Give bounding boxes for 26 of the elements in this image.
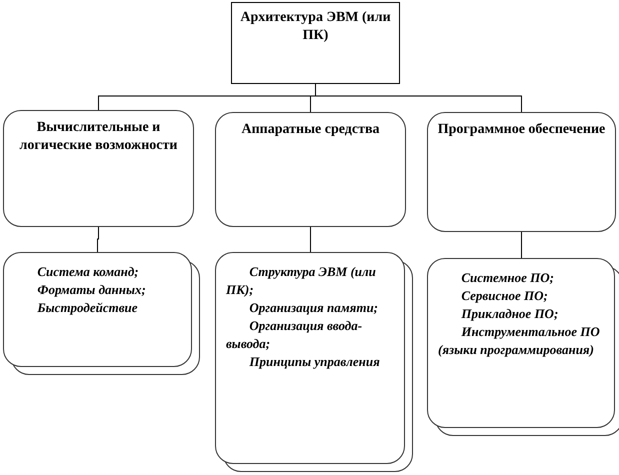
list-card	[427, 258, 615, 428]
list-card	[215, 252, 405, 464]
root-box	[231, 2, 400, 84]
connector-line	[521, 232, 522, 258]
list-item-text: Сервисное ПО;	[460, 287, 549, 305]
list-item-text: Система команд;	[36, 263, 140, 281]
connector-line	[310, 226, 311, 252]
category-card	[3, 110, 194, 227]
list-item-text: Организация ввода-вывода;	[226, 317, 364, 353]
list-card	[3, 252, 192, 367]
list-item-text: Структура ЭВМ (или ПК);	[226, 263, 377, 299]
connector-line	[97, 226, 99, 252]
category-card	[427, 112, 616, 232]
list-item-text: Инструментальное ПО (языки программирования)	[438, 323, 601, 359]
list-item-text: Принципы управления	[248, 353, 381, 371]
list-item-text: Быстродействие	[36, 299, 139, 317]
list-item-text: Прикладное ПО;	[460, 305, 560, 323]
connector-line	[315, 84, 522, 112]
list-item-text: Организация памяти;	[248, 299, 380, 317]
heading-text: Вычислительные и логические возможности	[18, 119, 178, 155]
list-item-text: Форматы данных;	[36, 281, 147, 299]
list-item-text: Системное ПО;	[460, 269, 555, 287]
category-card	[215, 112, 406, 227]
heading-text: Архитектура ЭВМ (или ПК)	[240, 9, 391, 45]
heading-text: Программное обеспечение	[436, 121, 606, 139]
heading-text: Аппаратные средства	[240, 121, 381, 139]
